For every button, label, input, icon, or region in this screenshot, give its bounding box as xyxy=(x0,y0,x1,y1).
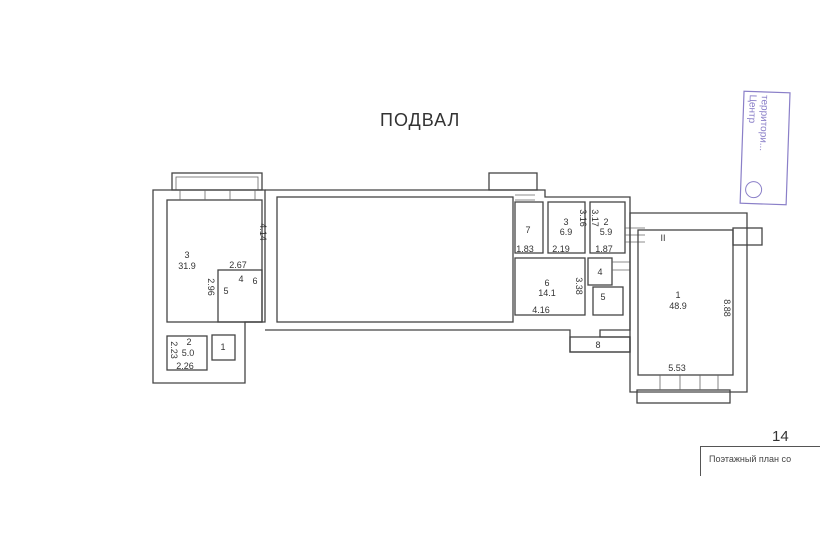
room-number: 3 xyxy=(184,250,189,260)
room-area: 6.9 xyxy=(560,227,573,237)
room-number: 4 xyxy=(238,274,243,284)
room-number: 2 xyxy=(186,337,191,347)
room-number: 4 xyxy=(597,267,602,277)
room-number: 3 xyxy=(563,217,568,227)
dimension: 2.19 xyxy=(552,244,570,254)
right-block xyxy=(629,212,763,404)
room-number: 2 xyxy=(603,217,608,227)
room-number: 5 xyxy=(223,286,228,296)
page-number: 14 xyxy=(772,428,789,445)
dimension: 3.17 xyxy=(590,209,600,227)
stamp: Центр территори... xyxy=(739,90,791,206)
room-number: 1 xyxy=(675,290,680,300)
room-number: 7 xyxy=(525,225,530,235)
middle-block xyxy=(265,172,645,353)
dimension: 1.87 xyxy=(595,244,613,254)
dimension: 3.16 xyxy=(578,209,588,227)
dimension: 2.96 xyxy=(206,278,216,296)
dimension: 2.67 xyxy=(229,260,247,270)
room-area: 5.0 xyxy=(182,348,195,358)
dimension: 2.26 xyxy=(176,361,194,371)
caption-box: Поэтажный план со xyxy=(700,446,820,476)
room-number: 6 xyxy=(544,278,549,288)
room-number: 8 xyxy=(595,340,600,350)
dimension: 4.14 xyxy=(258,223,268,241)
dimension: 5.53 xyxy=(668,363,686,373)
dimension: 2.23 xyxy=(169,341,179,359)
dimension: 4.16 xyxy=(532,305,550,315)
room-area: 5.9 xyxy=(600,227,613,237)
room-area: 14.1 xyxy=(538,288,556,298)
floor-title: ПОДВАЛ xyxy=(380,110,461,130)
dimension: 8.88 xyxy=(722,299,732,317)
stamp-text: территори... xyxy=(757,95,770,152)
dimension: 3.38 xyxy=(574,277,584,295)
stamp-text: Центр xyxy=(746,94,758,123)
room-area: 31.9 xyxy=(178,261,196,271)
stair-mark: II xyxy=(660,233,665,243)
room-number: 1 xyxy=(220,342,225,352)
room-area: 48.9 xyxy=(669,301,687,311)
room-number: 6 xyxy=(252,276,257,286)
dimension: 1.83 xyxy=(516,244,534,254)
room-number: 5 xyxy=(600,292,605,302)
